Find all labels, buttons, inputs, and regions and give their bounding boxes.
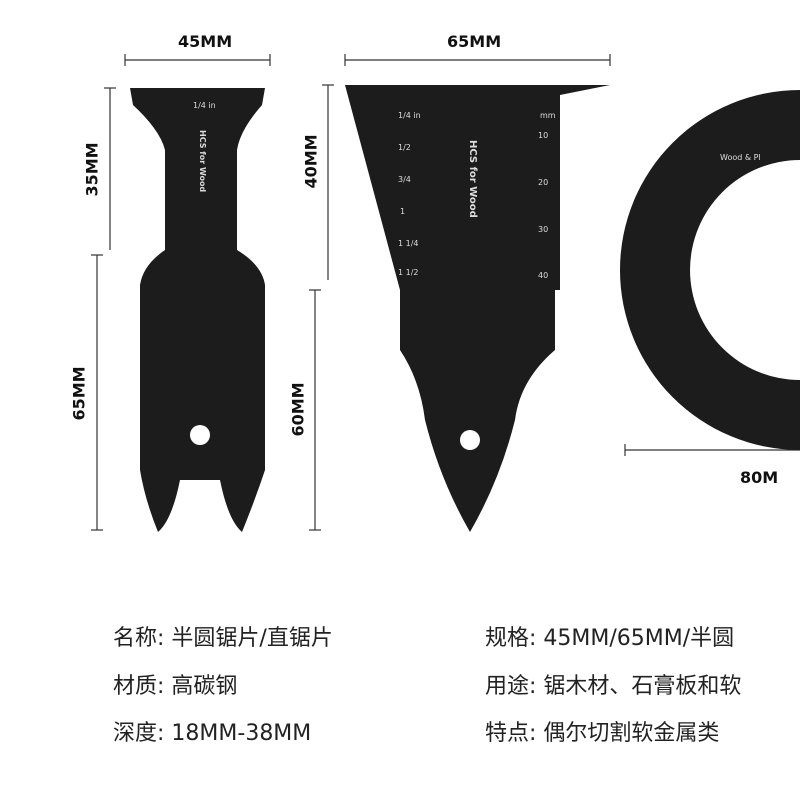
inch-tick: 1/2 bbox=[398, 143, 411, 152]
dim-blade1-teeth-height: 35MM bbox=[82, 142, 102, 197]
dim-round-blade-width: 80M bbox=[740, 468, 779, 487]
inch-tick: 3/4 bbox=[398, 175, 411, 184]
spec-usage: 用途: 锯木材、石膏板和软 bbox=[485, 674, 742, 699]
spec-feature: 特点: 偶尔切割软金属类 bbox=[485, 721, 720, 746]
blade2-mm-unit: mm bbox=[540, 111, 556, 120]
dim-blade1-width: 45MM bbox=[178, 32, 233, 51]
blade2-brand: HCS for Wood bbox=[467, 140, 478, 218]
blade-45mm bbox=[130, 88, 265, 532]
dimension-lines bbox=[91, 54, 800, 531]
mm-tick: 30 bbox=[538, 225, 548, 234]
dim-blade1-body-height: 65MM bbox=[69, 366, 89, 421]
spec-depth: 深度: 18MM-38MM bbox=[113, 721, 312, 746]
dim-blade2-body-height: 60MM bbox=[288, 382, 308, 437]
inch-tick: 1 1/4 bbox=[398, 239, 419, 248]
mm-tick: 40 bbox=[538, 271, 548, 280]
inch-tick: 1 bbox=[400, 207, 405, 216]
mm-tick: 20 bbox=[538, 178, 548, 187]
blade1-brand: HCS for Wood bbox=[198, 130, 207, 193]
spec-name: 名称: 半圆锯片/直锯片 bbox=[113, 626, 333, 651]
blade2-inch-unit: 1/4 in bbox=[398, 111, 421, 120]
blade1-inch-unit: 1/4 in bbox=[193, 101, 216, 110]
round-blade bbox=[620, 90, 800, 450]
dim-blade2-teeth-height: 40MM bbox=[301, 134, 321, 189]
inch-tick: 1 1/2 bbox=[398, 268, 419, 277]
round-blade-brand: Wood & Pl bbox=[720, 153, 761, 162]
blade-65mm bbox=[345, 85, 610, 532]
spec-size: 规格: 45MM/65MM/半圆 bbox=[485, 626, 735, 651]
spec-material: 材质: 高碳钢 bbox=[113, 674, 238, 699]
dim-blade2-width: 65MM bbox=[447, 32, 502, 51]
mount-holes bbox=[190, 248, 800, 450]
mm-tick: 10 bbox=[538, 131, 548, 140]
